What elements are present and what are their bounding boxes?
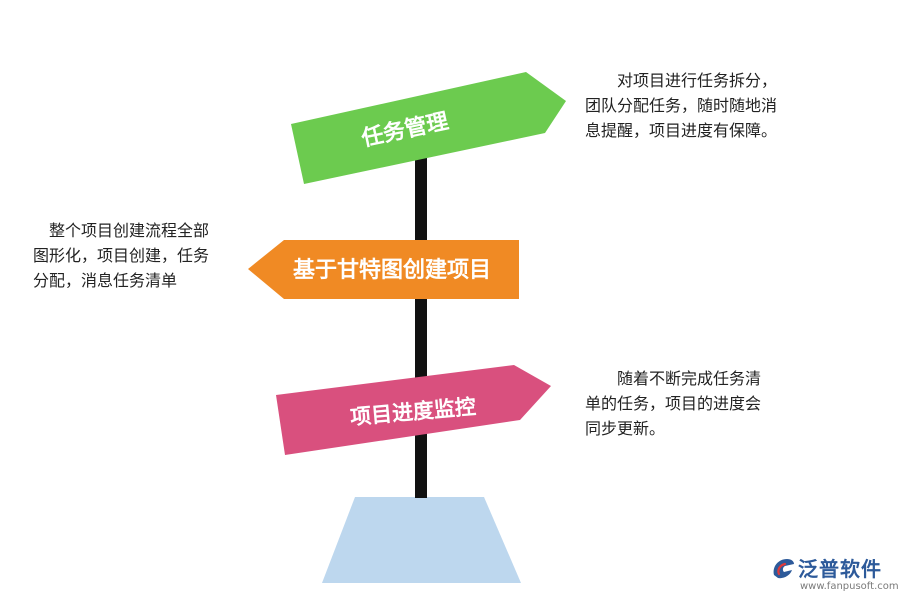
desc-line: 对项目进行任务拆分， — [617, 71, 778, 90]
fanpu-logo-icon — [773, 559, 794, 579]
desc-line: 图形化，项目创建，任务 — [33, 246, 210, 265]
desc-line: 整个项目创建流程全部 — [49, 221, 210, 240]
desc-line: 团队分配任务，随时随地消 — [585, 96, 778, 115]
logo-url: www.fanpusoft.com — [800, 581, 899, 592]
sign-progress-monitor: 项目进度监控 — [276, 365, 551, 455]
desc-progress-monitor: 随着不断完成任务清 单的任务，项目的进度会 同步更新。 — [585, 366, 805, 441]
sign-gantt-project-label: 基于甘特图创建项目 — [293, 257, 491, 283]
sign-gantt-project: 基于甘特图创建项目 — [248, 240, 519, 299]
desc-line: 息提醒，项目进度有保障。 — [585, 121, 778, 140]
fanpu-logo: 泛普软件 www.fanpusoft.com — [770, 553, 899, 595]
desc-line: 分配，消息任务清单 — [33, 271, 178, 290]
signpost-pole — [415, 150, 427, 498]
desc-line: 同步更新。 — [585, 419, 666, 438]
desc-line: 单的任务，项目的进度会 — [585, 394, 762, 413]
logo-name: 泛普软件 — [798, 557, 882, 581]
desc-gantt-project: 整个项目创建流程全部 图形化，项目创建，任务 分配，消息任务清单 — [33, 218, 243, 293]
desc-line: 随着不断完成任务清 — [617, 369, 762, 388]
signpost-base — [322, 497, 521, 583]
desc-task-management: 对项目进行任务拆分， 团队分配任务，随时随地消 息提醒，项目进度有保障。 — [585, 68, 825, 143]
sign-task-management: 任务管理 — [291, 72, 566, 184]
